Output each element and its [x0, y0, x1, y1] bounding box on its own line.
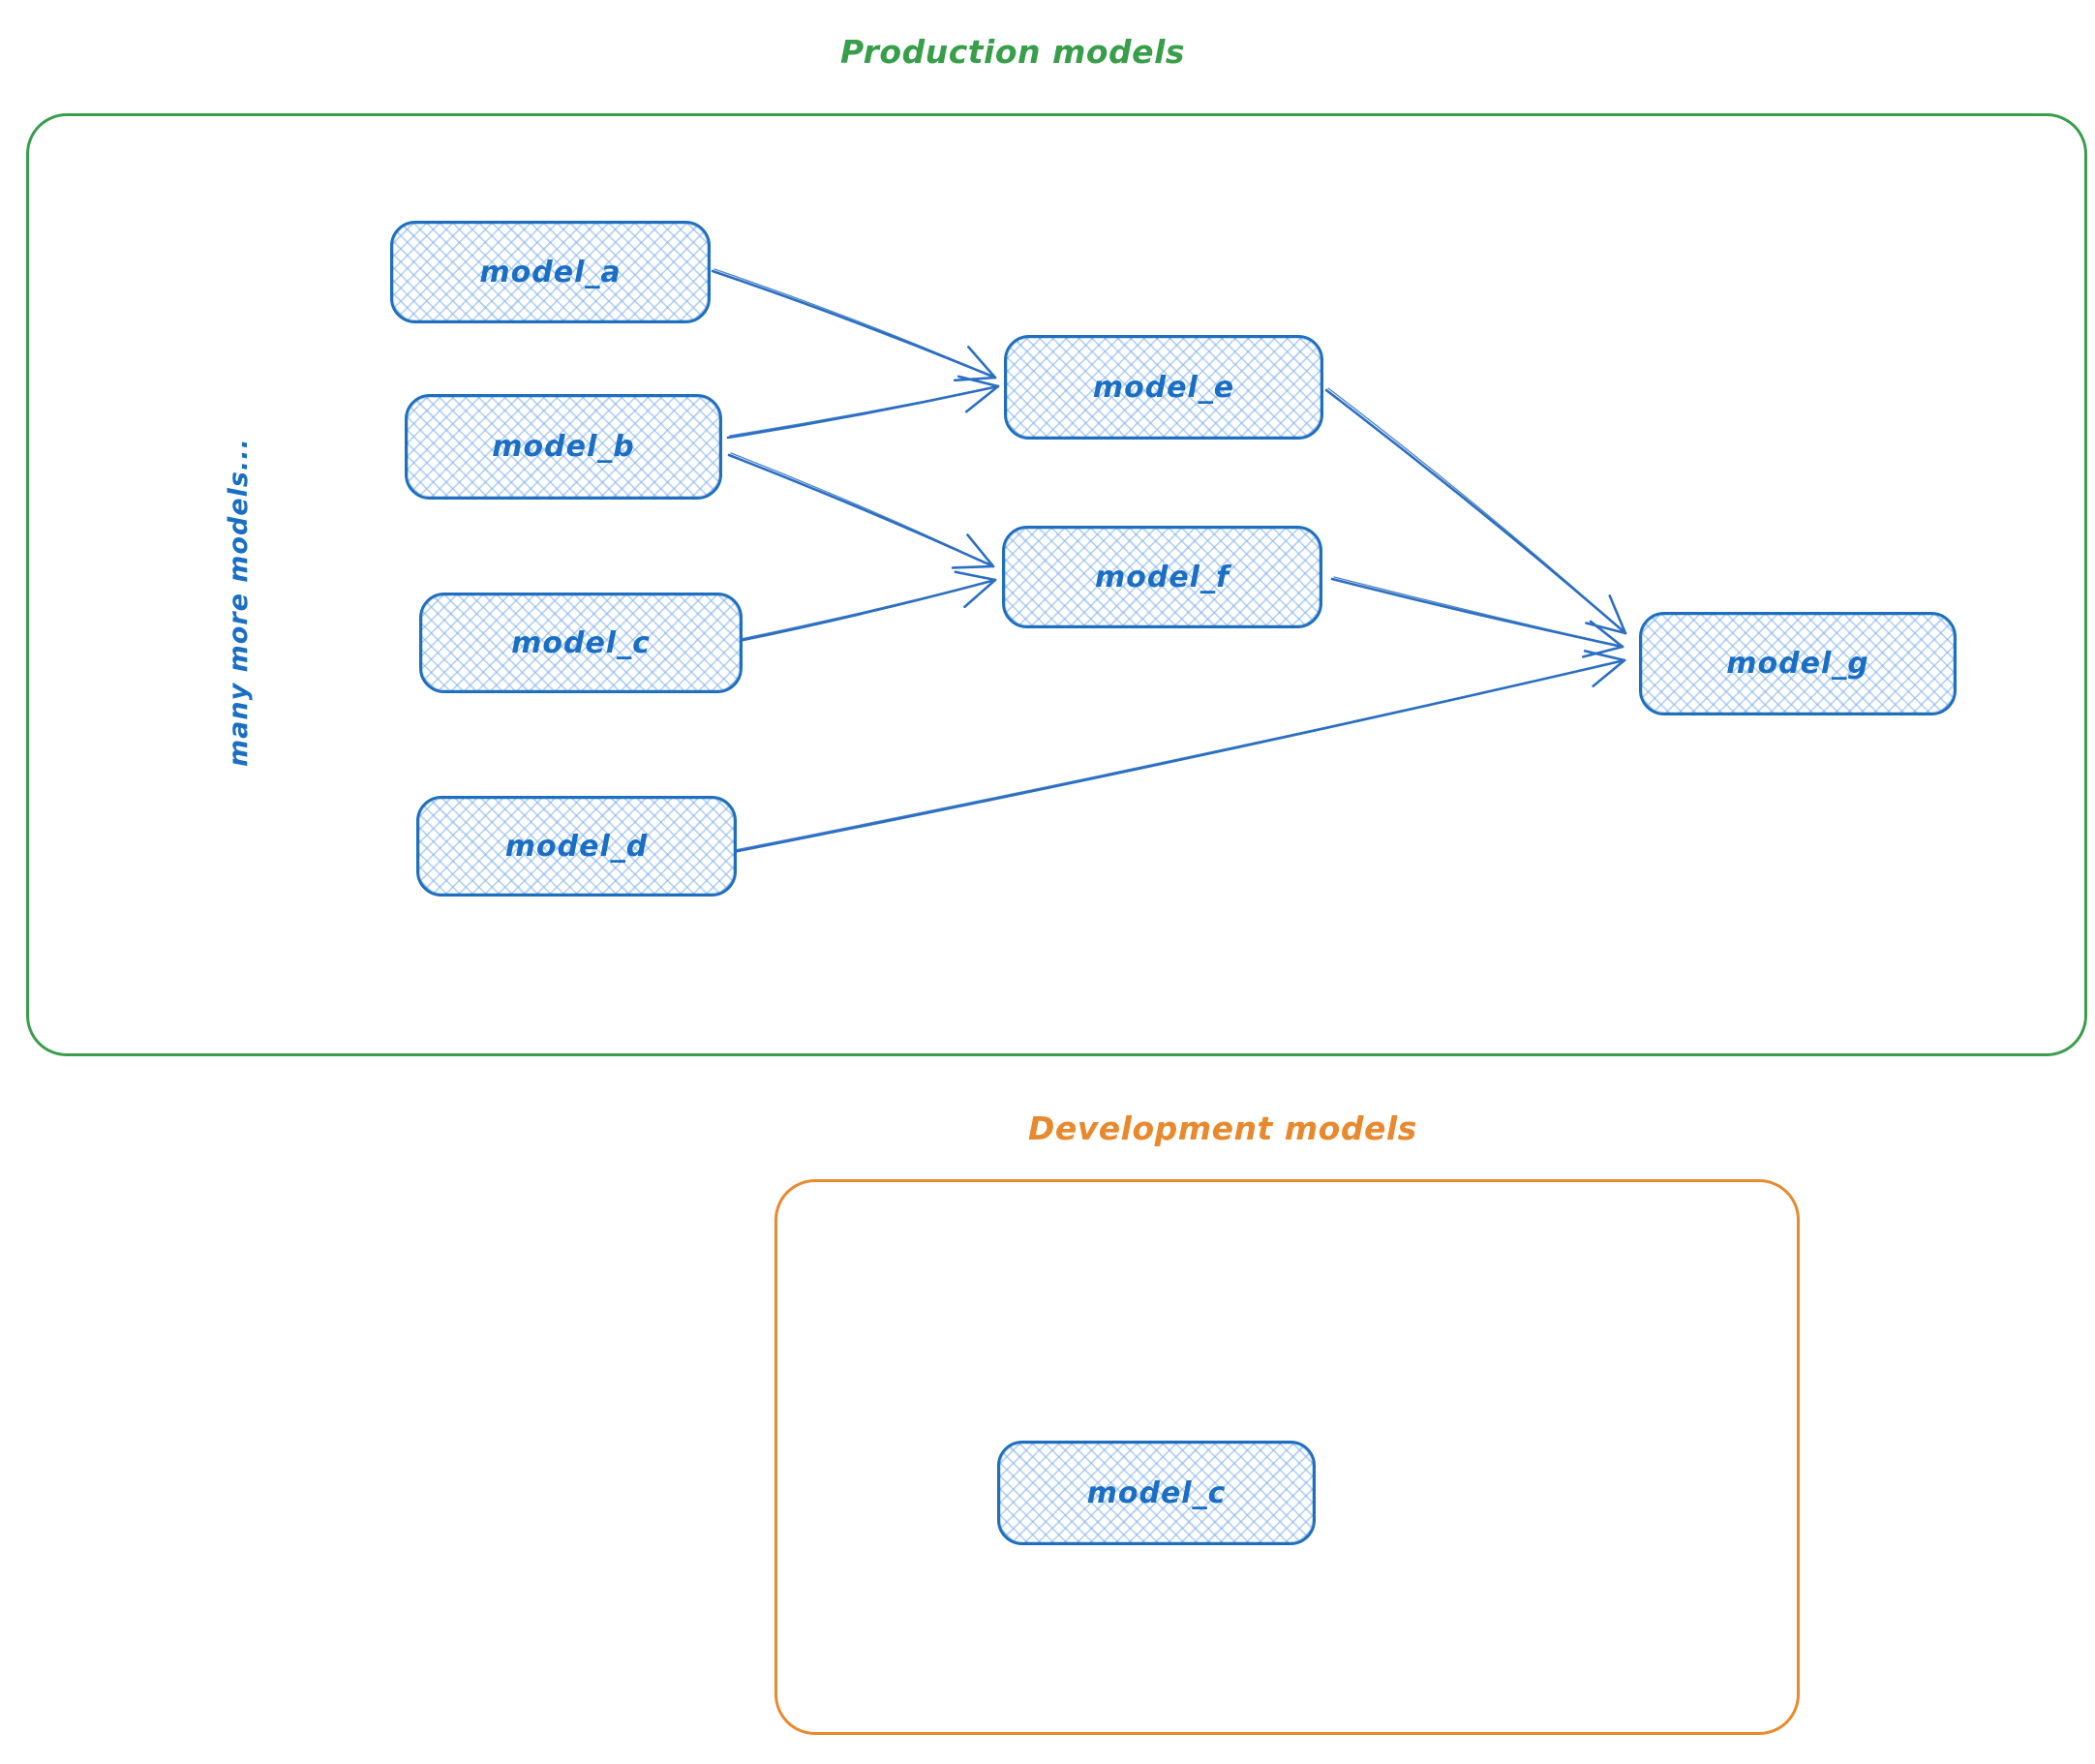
node-model-c-label: model_c [511, 625, 651, 660]
node-model-g[interactable]: model_g [1639, 612, 1957, 715]
development-frame [774, 1179, 1800, 1735]
node-model-a-label: model_a [479, 255, 622, 289]
node-model-d-label: model_d [504, 829, 649, 864]
node-model-f[interactable]: model_f [1002, 526, 1322, 628]
node-model-g-label: model_g [1726, 647, 1869, 681]
node-model-b[interactable]: model_b [405, 394, 722, 500]
node-model-c-development[interactable]: model_c [997, 1441, 1316, 1545]
production-frame [26, 113, 2087, 1056]
node-model-e-label: model_e [1092, 370, 1235, 405]
node-model-c-development-label: model_c [1086, 1475, 1227, 1510]
node-model-a[interactable]: model_a [390, 221, 711, 323]
production-section-title: Production models [839, 33, 1186, 71]
node-model-f-label: model_f [1094, 560, 1230, 594]
many-more-models-note: many more models... [224, 438, 254, 767]
node-model-e[interactable]: model_e [1004, 335, 1323, 440]
node-model-d[interactable]: model_d [416, 796, 737, 897]
development-section-title: Development models [1028, 1110, 1417, 1147]
node-model-b-label: model_b [492, 430, 635, 464]
node-model-c[interactable]: model_c [419, 593, 743, 693]
